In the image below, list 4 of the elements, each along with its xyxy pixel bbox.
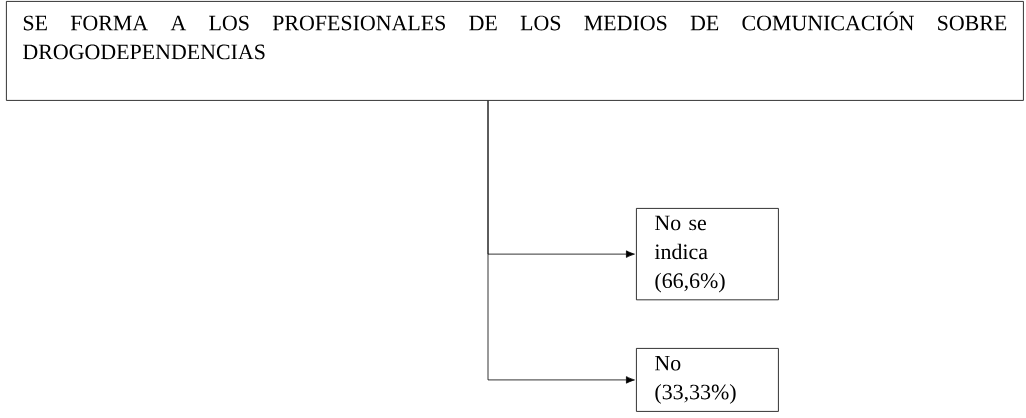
arrow: [487, 100, 635, 384]
answer-box: No (33,33%): [636, 348, 779, 412]
answer-box: No se indica (66,6%): [636, 208, 779, 301]
heading-box: SE FORMA A LOS PROFESIONALES DE LOS MEDIOS DE COMUNICACIÓN SOBRE DROGODEPENDENCIAS: [6, 1, 1024, 101]
